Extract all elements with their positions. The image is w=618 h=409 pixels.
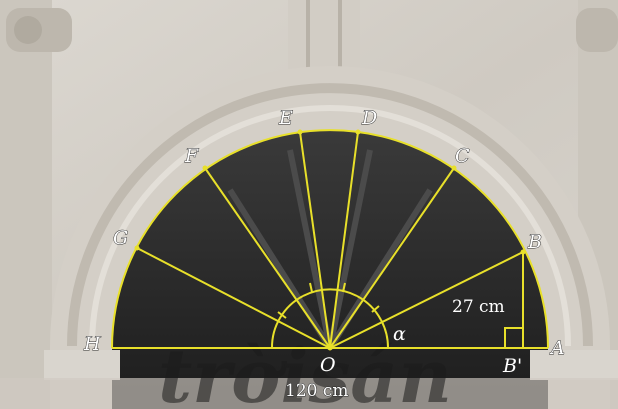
point-O (327, 345, 333, 351)
right-sill (530, 350, 618, 380)
left-pilaster (0, 0, 52, 409)
label-D: D (361, 107, 377, 129)
label-C: C (455, 145, 470, 167)
radius-OD (329, 131, 359, 349)
label-E: E (278, 107, 293, 129)
label-diameter: 120 cm (285, 381, 349, 401)
label-O: O (320, 354, 336, 376)
radius-OB (329, 251, 524, 349)
label-G: G (113, 227, 128, 249)
base-strip (0, 378, 618, 409)
radius-OC (329, 167, 455, 349)
label-A: A (549, 337, 565, 359)
angle-arc-inner (270, 295, 382, 349)
arch-molding-band (67, 83, 593, 347)
arch-molding-band-2 (89, 105, 571, 347)
right-capital (576, 8, 618, 52)
radius-OE (299, 131, 331, 349)
label-alpha: α (393, 323, 406, 345)
angle-arc-top (302, 288, 358, 297)
watermark-text: trờisán (158, 334, 452, 409)
point-E (297, 129, 303, 135)
point-G (134, 245, 140, 251)
points (134, 129, 526, 351)
point-B (520, 249, 526, 255)
point-C (451, 165, 457, 171)
point-F (202, 165, 208, 171)
label-B: B (527, 231, 542, 253)
angle-arc-alpha (380, 319, 390, 349)
window-ribs (227, 149, 433, 350)
right-angle-mark (504, 327, 523, 348)
label-height: 27 cm (452, 297, 505, 317)
radius-OG (136, 247, 331, 349)
left-scroll (14, 16, 42, 44)
left-sill (44, 350, 120, 380)
label-B-foot: B' (502, 355, 522, 377)
point-D (355, 129, 361, 135)
radius-OF (204, 167, 331, 349)
labels: A B B' C D E F G H O α 27 cm 120 cm (83, 107, 566, 402)
angle-ticks (277, 282, 380, 319)
label-H: H (83, 333, 101, 355)
arch-opening (112, 130, 548, 409)
label-F: F (184, 145, 199, 167)
